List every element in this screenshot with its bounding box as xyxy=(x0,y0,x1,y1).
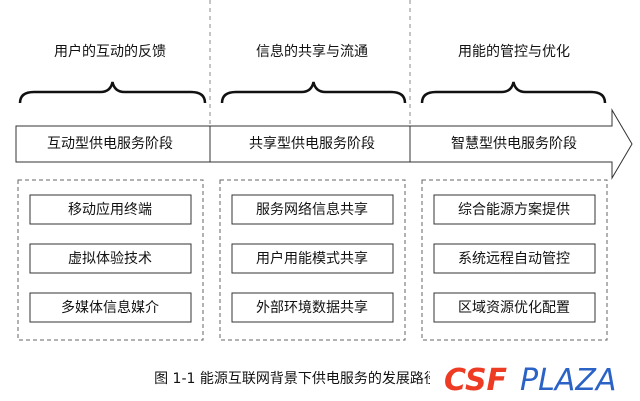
figure-caption: 图 1-1 能源互联网背景下供电服务的发展路径分析 xyxy=(154,371,466,387)
feature-label: 用户用能模式共享 xyxy=(256,250,368,267)
feature-box xyxy=(29,292,192,323)
feature-label: 虚拟体验技术 xyxy=(68,251,152,267)
stage-group-box xyxy=(219,179,406,341)
feature-label: 系统远程自动管控 xyxy=(458,251,570,267)
feature-box xyxy=(231,243,394,274)
stage-column: 信息的共享与流通共享型供电服务阶段服务网络信息共享用户用能模式共享外部环境数据共… xyxy=(219,43,407,341)
stage-label: 智慧型供电服务阶段 xyxy=(451,136,577,152)
stage-goal: 信息的共享与流通 xyxy=(256,43,368,60)
feature-box xyxy=(29,243,192,274)
feature-label: 外部环境数据共享 xyxy=(256,299,368,316)
stage-group-box xyxy=(421,179,608,341)
stage-label: 互动型供电服务阶段 xyxy=(47,136,173,152)
feature-label: 综合能源方案提供 xyxy=(458,201,570,218)
timeline-arrow xyxy=(15,108,633,180)
feature-box xyxy=(29,194,192,225)
stage-goal: 用能的管控与优化 xyxy=(458,44,570,60)
feature-box xyxy=(433,292,596,323)
feature-box xyxy=(433,194,596,225)
stage-group-box xyxy=(17,179,204,341)
feature-label: 区域资源优化配置 xyxy=(458,300,570,316)
brace-icon xyxy=(220,81,407,104)
feature-label: 移动应用终端 xyxy=(68,201,152,218)
stage-label: 共享型供电服务阶段 xyxy=(249,135,375,152)
stage-goal: 用户的互动的反馈 xyxy=(54,43,166,60)
feature-box xyxy=(231,292,394,323)
stage-column: 用能的管控与优化智慧型供电服务阶段综合能源方案提供系统远程自动管控区域资源优化配… xyxy=(420,44,608,341)
svg-text:PLAZA: PLAZA xyxy=(520,363,616,398)
feature-box xyxy=(231,194,394,225)
svg-text:CSF: CSF xyxy=(444,363,508,398)
brace-icon xyxy=(420,81,607,104)
feature-label: 多媒体信息媒介 xyxy=(61,299,159,316)
watermark-logo: CSF PLAZA xyxy=(430,362,640,398)
feature-label: 服务网络信息共享 xyxy=(256,201,368,218)
brace-icon xyxy=(18,81,207,104)
feature-box xyxy=(433,243,596,274)
